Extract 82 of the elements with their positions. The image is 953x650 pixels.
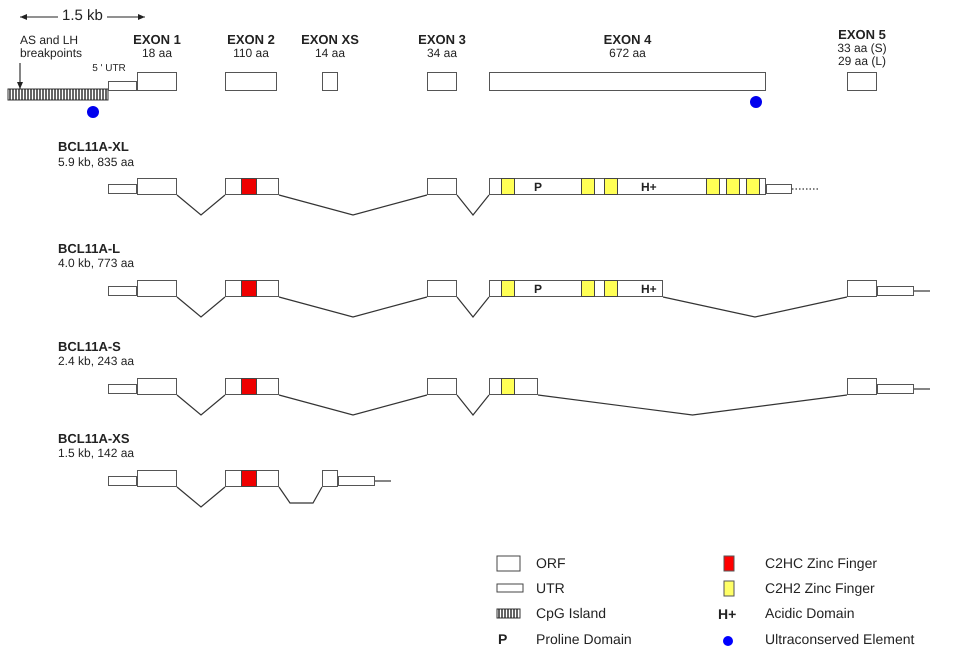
- exon-label: EXON 2: [226, 33, 276, 47]
- transcript-tail-line: [375, 480, 391, 482]
- exon-box: [847, 378, 877, 395]
- utr-box: [338, 476, 375, 486]
- exon-box: [427, 378, 457, 395]
- cpg-island-bar: [8, 88, 108, 100]
- transcript-tail-line: [914, 290, 930, 292]
- utr-box: [108, 286, 137, 296]
- intron-line: [278, 296, 428, 318]
- intron-line: [176, 486, 226, 508]
- legend-label: C2H2 Zinc Finger: [765, 580, 875, 596]
- exon-label: EXON 3: [417, 33, 467, 47]
- isoform-size: 2.4 kb, 243 aa: [58, 355, 134, 368]
- amino-acid-count: 29 aa (L): [836, 55, 888, 68]
- legend-label: Acidic Domain: [765, 605, 854, 621]
- legend-label: CpG Island: [536, 605, 606, 621]
- exon-box: [225, 470, 279, 487]
- utr-box: [108, 384, 137, 394]
- isoform-name: BCL11A-S: [58, 340, 121, 354]
- utr-box: [877, 384, 914, 394]
- utr-box: [877, 286, 914, 296]
- utr-box: [108, 476, 137, 486]
- legend-label: Ultraconserved Element: [765, 631, 914, 647]
- utr-box: [108, 184, 137, 194]
- exon-label: EXON 1: [132, 33, 182, 47]
- intron-line: [662, 296, 848, 318]
- amino-acid-count: 14 aa: [314, 47, 346, 60]
- legend-label: UTR: [536, 580, 565, 596]
- exon-box: [137, 280, 177, 297]
- isoform-size: 1.5 kb, 142 aa: [58, 447, 134, 460]
- legend-label: Proline Domain: [536, 631, 632, 647]
- domain-mark: P: [534, 283, 542, 296]
- amino-acid-count: 34 aa: [426, 47, 458, 60]
- transcript-tail-line: [914, 388, 930, 390]
- intron-line: [278, 194, 428, 216]
- intron-line: [456, 394, 490, 416]
- transcript-tail-line: [792, 188, 820, 190]
- isoform-size: 4.0 kb, 773 aa: [58, 257, 134, 270]
- amino-acid-count: 33 aa (S): [836, 42, 888, 55]
- isoform-name: BCL11A-XL: [58, 140, 129, 154]
- exon-box: [489, 378, 538, 395]
- legend-sample: P: [498, 632, 508, 647]
- intron-line: [456, 296, 490, 318]
- exon-box: [847, 280, 877, 297]
- isoform-name: BCL11A-L: [58, 242, 120, 256]
- exon-box: [137, 378, 177, 395]
- intron-line: [176, 296, 226, 318]
- breakpoint-label: AS and LH breakpoints: [20, 34, 102, 60]
- intron-line: [176, 194, 226, 216]
- exon-box: [489, 178, 766, 195]
- exon-label: EXON XS: [300, 33, 360, 47]
- amino-acid-count: 672 aa: [608, 47, 647, 60]
- exon-box: [427, 280, 457, 297]
- isoform-size: 5.9 kb, 835 aa: [58, 156, 134, 169]
- domain-mark: P: [534, 181, 542, 194]
- legend-label: C2HC Zinc Finger: [765, 555, 878, 571]
- isoform-name: BCL11A-XS: [58, 432, 130, 446]
- arrow: [17, 63, 23, 89]
- exon-box: [427, 178, 457, 195]
- exon-box: [225, 378, 279, 395]
- region-label: 5 ' UTR: [91, 62, 127, 75]
- amino-acid-count: 18 aa: [140, 47, 174, 60]
- intron-line: [176, 394, 226, 416]
- intron-line: [456, 194, 490, 216]
- domain-mark: H+: [641, 181, 657, 194]
- domain-mark: H+: [641, 283, 657, 296]
- exon-box: [489, 280, 663, 297]
- exon-box: [137, 470, 177, 487]
- utr-box: [766, 184, 792, 194]
- exon-box: [225, 178, 279, 195]
- exon-label: EXON 5: [837, 28, 887, 42]
- exon-box: [137, 178, 177, 195]
- intron-line: [278, 486, 323, 504]
- intron-line: [538, 394, 848, 416]
- legend-label: ORF: [536, 555, 566, 571]
- amino-acid-count: 110 aa: [232, 47, 270, 60]
- exon-box: [225, 280, 279, 297]
- intron-line: [278, 394, 428, 416]
- exon-label: EXON 4: [602, 33, 652, 47]
- exon-box: [322, 470, 338, 487]
- legend-sample: H+: [718, 607, 736, 622]
- scale-label: 1.5 kb: [62, 8, 103, 24]
